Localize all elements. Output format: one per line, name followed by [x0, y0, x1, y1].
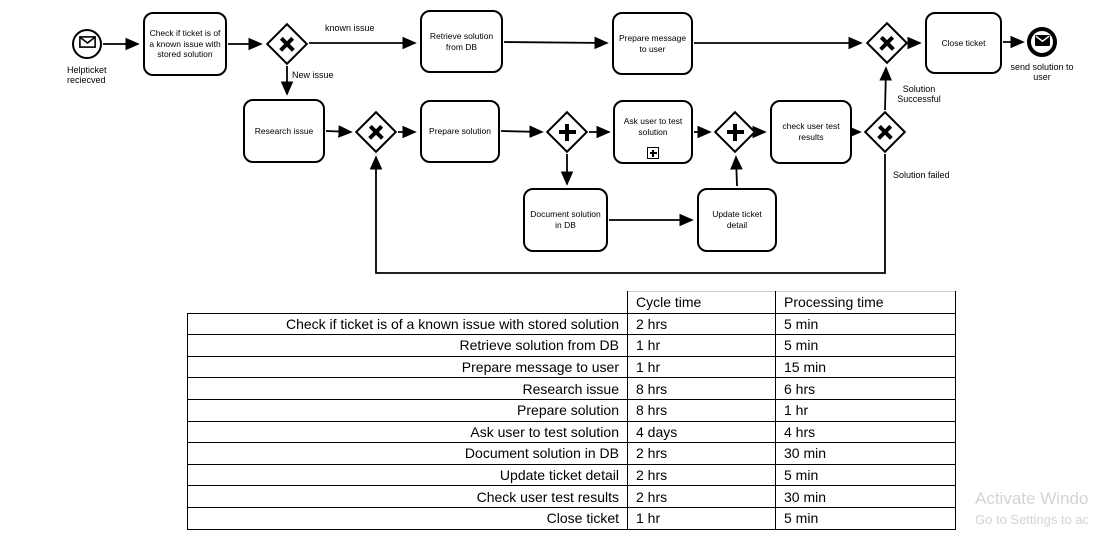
activity-cell: Document solution in DB — [187, 442, 628, 465]
header-activity — [187, 291, 628, 314]
end-event — [1027, 27, 1057, 57]
task-prepare-message: Prepare message to user — [612, 12, 693, 75]
processing-time-cell: 5 min — [775, 334, 956, 357]
edge-label-new-issue: New issue — [292, 70, 334, 80]
task-check-user-results: check user test results — [770, 100, 852, 164]
processing-time-cell: 5 min — [775, 506, 956, 530]
processing-time-cell: 6 hrs — [775, 377, 956, 400]
start-event — [72, 29, 102, 59]
cycle-time-cell: 4 days — [627, 420, 776, 444]
edge-label-known-issue: known issue — [325, 23, 375, 33]
edge-label-solution-failed: Solution failed — [893, 170, 950, 180]
activity-cell: Check user test results — [187, 485, 628, 508]
cycle-time-cell: 1 hr — [627, 334, 776, 357]
start-event-label: Helpticket reciecved — [67, 65, 107, 86]
cycle-time-cell: 2 hrs — [627, 312, 776, 336]
flow-retrieve-to-prepmsg — [503, 36, 609, 50]
processing-time-cell: 30 min — [775, 485, 956, 508]
activity-cell: Prepare solution — [187, 398, 628, 422]
processing-time-cell: 5 min — [775, 463, 956, 487]
plus-icon — [554, 119, 580, 145]
activity-cell: Ask user to test solution — [187, 420, 628, 444]
cycle-time-cell: 8 hrs — [627, 377, 776, 400]
flow-solution-failed-loop — [369, 154, 886, 274]
edge-label-solution-successful: Solution Successful — [897, 84, 941, 105]
task-check-known-issue: Check if ticket is of a known issue with… — [143, 12, 227, 76]
task-research-issue: Research issue — [243, 99, 325, 163]
task-document-solution: Document solution in DB — [523, 188, 608, 252]
activate-windows-watermark: Activate Windo — [975, 489, 1089, 508]
plus-icon — [722, 119, 748, 145]
table-header-row: Cycle time Processing time — [187, 291, 956, 314]
cycle-time-cell: 2 hrs — [627, 485, 776, 508]
time-table-body: Check if ticket is of a known issue with… — [187, 312, 956, 530]
flow-prepsol-to-and1 — [500, 125, 544, 138]
cycle-time-cell: 1 hr — [627, 355, 776, 379]
activity-cell: Retrieve solution from DB — [187, 334, 628, 357]
activity-cell: Close ticket — [187, 506, 628, 530]
activity-cell: Update ticket detail — [187, 463, 628, 487]
task-close-ticket: Close ticket — [925, 12, 1002, 74]
envelope-filled-icon — [1034, 33, 1050, 51]
processing-time-cell: 1 hr — [775, 398, 956, 422]
cycle-time-cell: 2 hrs — [627, 442, 776, 465]
cycle-time-cell: 8 hrs — [627, 398, 776, 422]
table-row: Check if ticket is of a known issue with… — [187, 312, 956, 336]
processing-time-cell: 5 min — [775, 312, 956, 336]
task-ask-user-test-label: Ask user to test solution — [623, 115, 683, 137]
plus-box-icon — [647, 147, 659, 159]
activate-windows-watermark-sub: Go to Settings to ac — [975, 512, 1090, 527]
header-cycle-time: Cycle time — [627, 291, 776, 314]
time-table: Cycle time Processing time Check if tick… — [187, 291, 956, 530]
task-ask-user-test: Ask user to test solution — [613, 100, 693, 164]
activity-cell: Prepare message to user — [187, 355, 628, 379]
task-update-ticket: Update ticket detail — [697, 188, 777, 252]
activity-cell: Check if ticket is of a known issue with… — [187, 312, 628, 336]
cycle-time-cell: 1 hr — [627, 506, 776, 530]
cycle-time-cell: 2 hrs — [627, 463, 776, 487]
flow-update-to-and2 — [730, 155, 743, 187]
end-event-label: send solution to user — [1010, 62, 1074, 83]
processing-time-cell: 30 min — [775, 442, 956, 465]
task-retrieve-solution: Retrieve solution from DB — [420, 10, 503, 73]
flow-solution-successful — [879, 66, 892, 111]
envelope-icon — [78, 35, 96, 53]
processing-time-cell: 4 hrs — [775, 420, 956, 444]
header-processing-time: Processing time — [775, 291, 956, 314]
flow-research-to-xor3 — [325, 125, 353, 138]
task-prepare-solution: Prepare solution — [420, 100, 500, 163]
activity-cell: Research issue — [187, 377, 628, 400]
processing-time-cell: 15 min — [775, 355, 956, 379]
